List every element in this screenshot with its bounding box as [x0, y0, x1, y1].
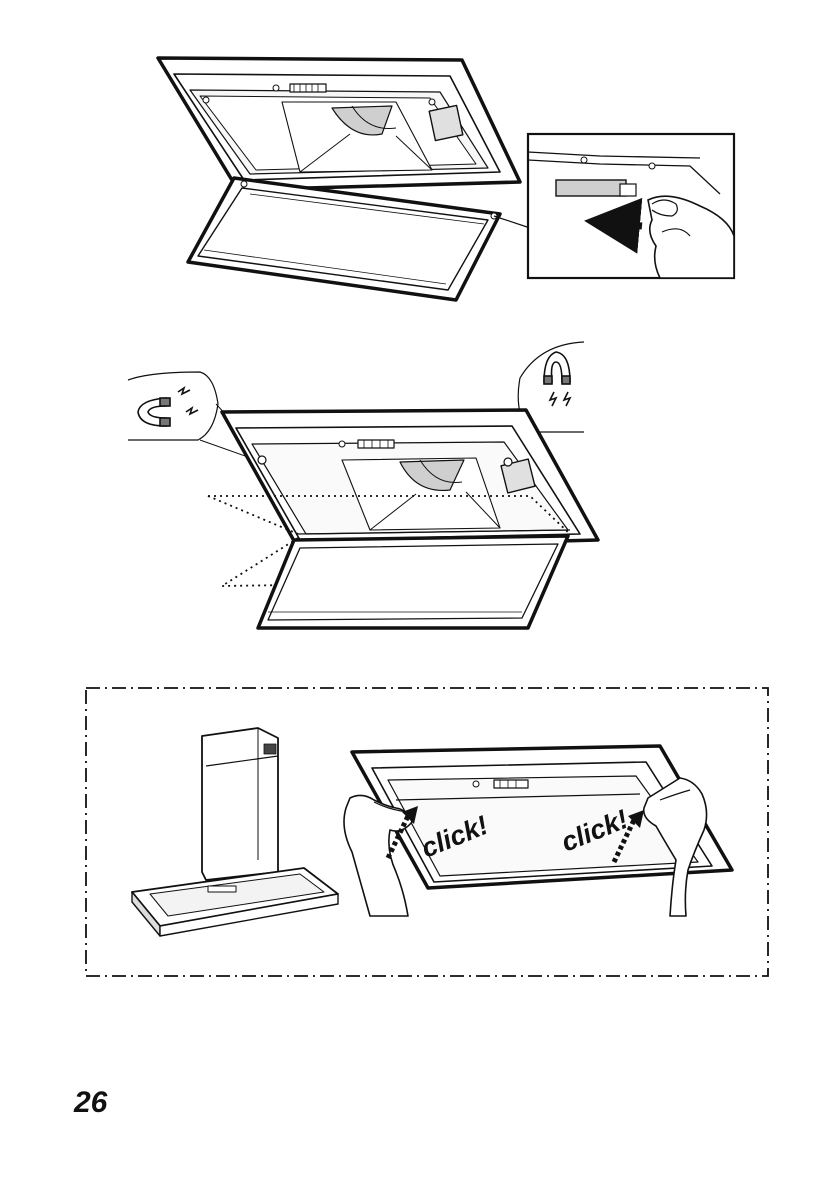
chimney-hood-icon	[132, 728, 338, 936]
latch-detail-icon	[528, 134, 734, 278]
page-number: 26	[74, 1086, 107, 1120]
left-hand-icon	[344, 795, 412, 916]
step1-figure	[158, 58, 734, 300]
step3-figure: click! click!	[86, 688, 768, 976]
filter-panel-icon	[188, 178, 500, 300]
hood-canopy-icon	[158, 58, 520, 190]
push-arrow-icon	[598, 222, 642, 226]
filter-panel-icon	[258, 536, 568, 628]
step2-figure	[128, 342, 598, 628]
